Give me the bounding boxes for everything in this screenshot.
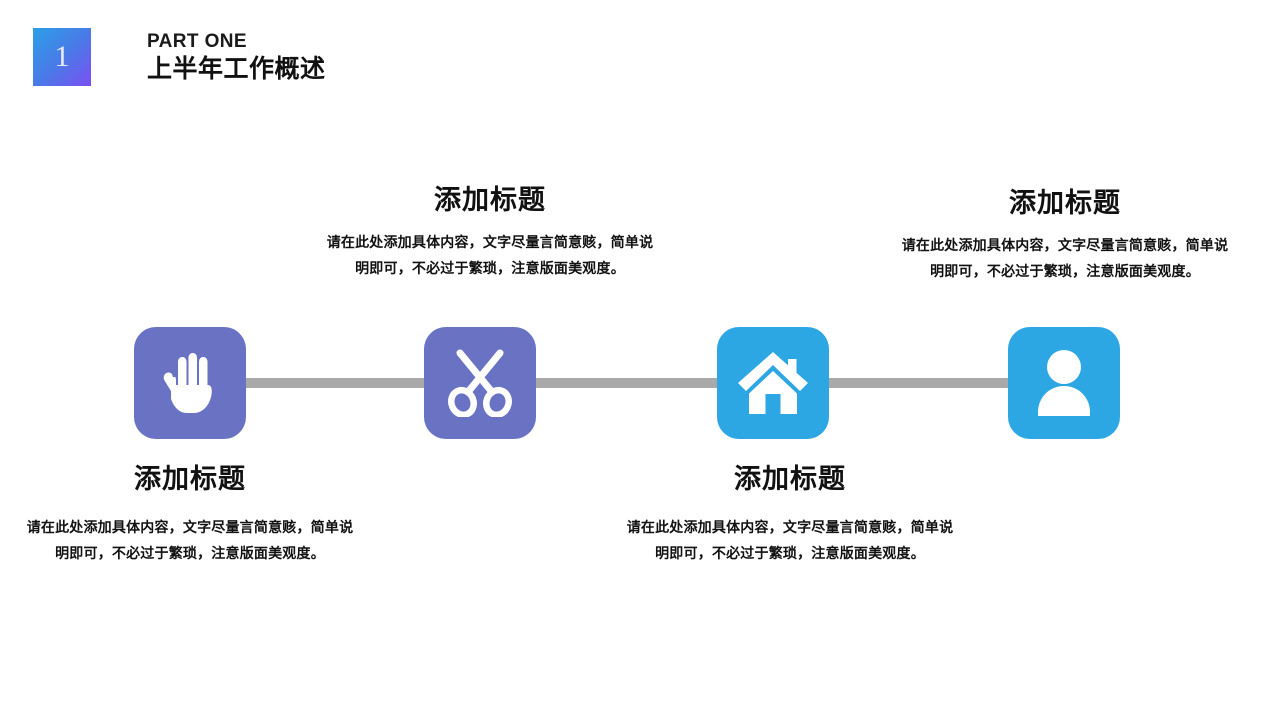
scissors-icon <box>447 349 513 417</box>
timeline-node-1[interactable] <box>134 327 246 439</box>
node-1-title: 添加标题 <box>134 464 246 494</box>
node-1-body: 请在此处添加具体内容，文字尽量言简意赅，简单说明即可，不必过于繁琐，注意版面美观… <box>26 519 354 561</box>
node-2-title: 添加标题 <box>434 185 546 215</box>
timeline-node-3[interactable] <box>717 327 829 439</box>
section-number: 1 <box>54 40 70 73</box>
node-4-body: 请在此处添加具体内容，文字尽量言简意赅，简单说明即可，不必过于繁琐，注意版面美观… <box>901 237 1229 279</box>
page-title: 上半年工作概述 <box>147 55 326 83</box>
node-3-body: 请在此处添加具体内容，文字尽量言简意赅，简单说明即可，不必过于繁琐，注意版面美观… <box>626 519 954 561</box>
section-eyebrow: PART ONE <box>147 31 247 52</box>
timeline-node-4[interactable] <box>1008 327 1120 439</box>
home-icon <box>738 352 808 414</box>
header-text-group: PART ONE 上半年工作概述 <box>147 30 326 84</box>
node-4-title: 添加标题 <box>1009 188 1121 218</box>
node-4-text-block: 添加标题 请在此处添加具体内容，文字尽量言简意赅，简单说明即可，不必过于繁琐，注… <box>900 186 1230 284</box>
node-3-text-block: 添加标题 请在此处添加具体内容，文字尽量言简意赅，简单说明即可，不必过于繁琐，注… <box>620 462 960 566</box>
node-2-body: 请在此处添加具体内容，文字尽量言简意赅，简单说明即可，不必过于繁琐，注意版面美观… <box>326 234 654 276</box>
node-2-text-block: 添加标题 请在此处添加具体内容，文字尽量言简意赅，简单说明即可，不必过于繁琐，注… <box>320 183 660 281</box>
hand-icon <box>159 351 221 415</box>
node-1-text-block: 添加标题 请在此处添加具体内容，文字尽量言简意赅，简单说明即可，不必过于繁琐，注… <box>20 462 360 566</box>
timeline-connector <box>243 378 1015 388</box>
section-number-badge: 1 <box>33 28 91 86</box>
user-icon <box>1035 350 1093 416</box>
timeline-node-2[interactable] <box>424 327 536 439</box>
node-3-title: 添加标题 <box>734 464 846 494</box>
slide-header: 1 PART ONE 上半年工作概述 <box>33 28 326 86</box>
